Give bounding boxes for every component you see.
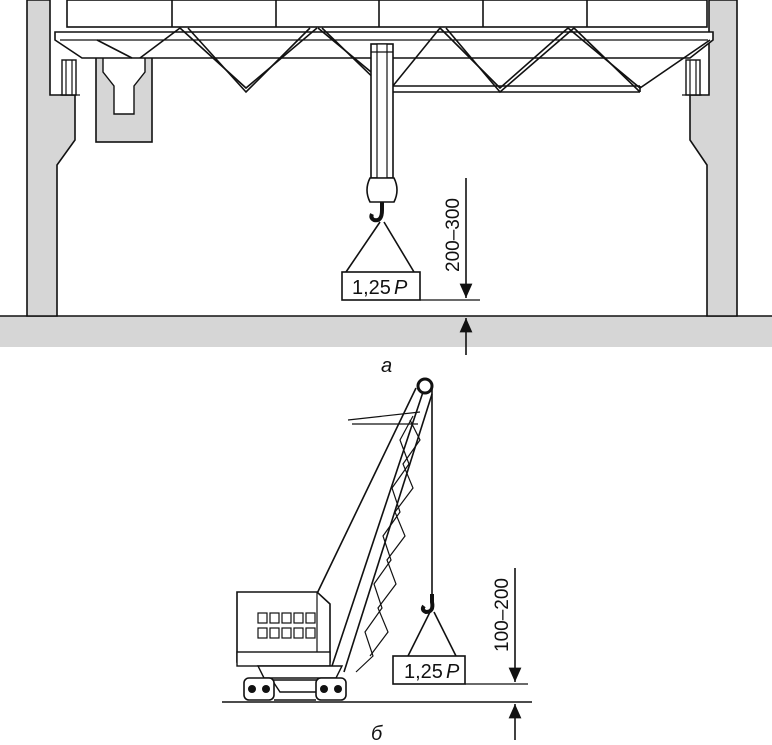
bridge-deck <box>66 0 708 28</box>
crawler-track-right <box>315 677 347 701</box>
caption-a: а <box>381 355 392 377</box>
bridge-deck-segments <box>171 0 588 27</box>
boom-tip-pulley <box>416 377 434 395</box>
cabin-windows <box>257 612 316 639</box>
crawler-track-left <box>243 677 275 701</box>
floor-slab-a <box>0 316 772 347</box>
left-rail-support <box>60 59 80 96</box>
slings-b <box>407 611 457 657</box>
crane-boom <box>311 385 433 673</box>
caption-b: б <box>371 723 383 745</box>
slings-a <box>345 221 415 273</box>
turntable <box>256 665 344 679</box>
load-box-b <box>392 655 466 685</box>
hoist-rod <box>370 43 394 179</box>
load-box-a <box>341 271 421 301</box>
left-column <box>26 0 76 317</box>
hook-block-a <box>366 177 398 223</box>
hook-b <box>420 594 435 615</box>
height-dimension-a: 200–300 <box>443 198 464 272</box>
right-rail-support <box>682 59 702 96</box>
height-dimension-b: 100–200 <box>492 578 513 652</box>
right-column <box>689 0 738 317</box>
